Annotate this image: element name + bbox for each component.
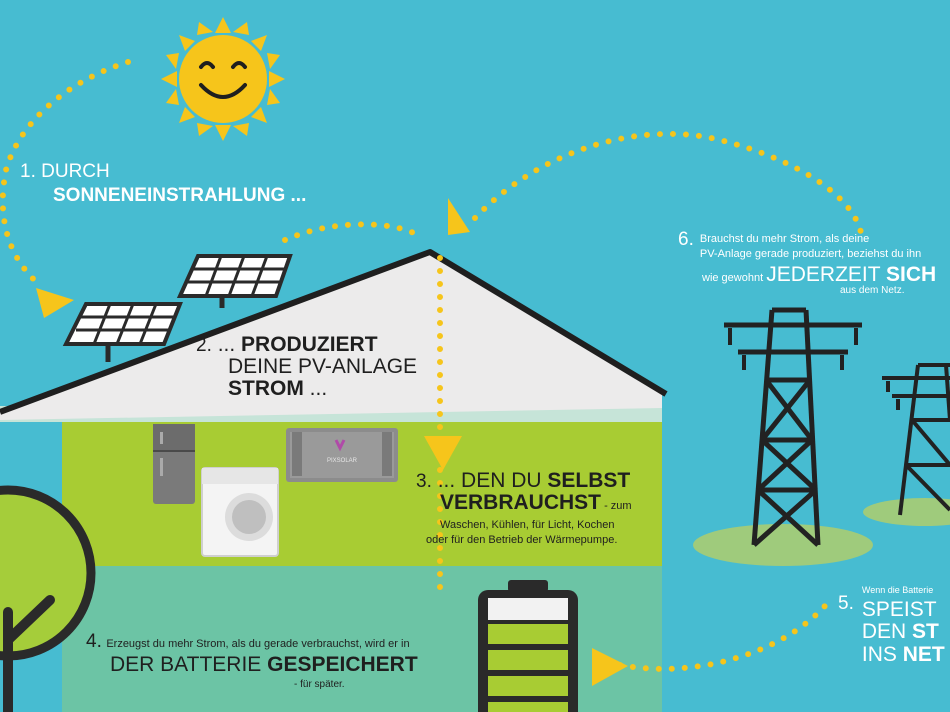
step-6-line-3b: JEDERZEIT [766,262,887,286]
step-6-line-1: Brauchst du mehr Strom, als deine [699,233,870,245]
step-6-text: 6. Brauchst du mehr Strom, als deine PV-… [678,230,936,296]
step-number: 2. [196,335,212,356]
arrow-icon [36,288,74,318]
step-2-line-1a: ... [217,333,242,356]
step-6-line-3a: wie gewohnt [702,271,767,284]
solar-panel-icon [176,254,293,308]
step-6-line-3c: SICH [886,262,937,286]
step-5-line-3a: DEN [861,620,913,644]
washing-machine-icon [201,467,279,557]
arrow-icon [592,648,628,686]
power-pylon-icon [882,363,950,516]
step-2-line-2: DEINE PV-ANLAGE [228,355,418,379]
step-2-line-3: STROM [228,377,304,401]
solar-panel-icon [62,302,183,362]
step-4-text: 4. Erzeugst du mehr Strom, als du gerade… [86,632,418,690]
step-4-line-2a: DER BATTERIE [110,652,268,676]
arrow-icon [424,436,462,470]
step-2-text: 2. ... PRODUZIERT DEINE PV-ANLAGE STROM … [196,333,418,401]
step-2-line-1b: PRODUZIERT [241,333,378,356]
power-pylon-icon [724,307,862,547]
step-2-line-3-rest: ... [303,377,328,401]
battery-brand: PIXSOLAR [327,458,358,464]
roof-outline [0,249,668,415]
step-6-line-4: aus dem Netz. [840,284,905,296]
step-3-line-1b: SELBST [547,469,631,492]
step-5-line-3b: ST [912,620,939,644]
step-3-text: 3. ... DEN DU SELBST VERBRAUCHST - zum W… [416,469,632,548]
step-5-line-2: SPEIST [861,598,937,622]
home-battery-icon: PIXSOLAR [286,428,398,482]
battery-level-icon [478,580,578,712]
step-number: 5. [838,593,854,614]
step-5-text: 5. Wenn die Batterie SPEIST DEN ST INS N… [838,585,945,666]
dotted-energy-paths [0,59,865,672]
step-number: 4. [86,631,102,652]
step-1-line-2: SONNENEINSTRAHLUNG ... [53,184,307,206]
step-number: 6. [678,229,694,250]
step-3-line-4: oder für den Betrieb der Wärmepumpe. [426,533,618,546]
step-5-line-1: Wenn die Batterie [861,585,934,595]
sun-icon [161,17,285,141]
step-3-line-3: Waschen, Kühlen, für Licht, Kochen [440,519,615,532]
step-6-line-2: PV-Anlage gerade produziert, beziehst du… [699,247,922,260]
fridge-icon [153,424,195,504]
tree-icon [0,485,96,712]
step-1-line-1: DURCH [41,161,110,182]
step-5-line-4b: NET [902,642,945,666]
step-number: 1. [20,161,36,182]
step-3-line-2-rest: - zum [601,500,632,513]
pylon-ground-1 [693,524,873,566]
step-1-text: 1. DURCH SONNENEINSTRAHLUNG ... [20,162,306,206]
step-3-line-2: VERBRAUCHST [440,491,602,515]
step-4-line-2b: GESPEICHERT [267,652,418,676]
arrow-icon [448,198,470,235]
step-4-line-1: Erzeugst du mehr Strom, als du gerade ve… [106,638,410,650]
pylon-ground-2 [863,498,950,526]
step-3-line-1a: ... DEN DU [437,469,548,492]
step-number: 3. [416,471,432,492]
step-5-line-4a: INS [861,642,903,666]
step-4-line-3: - für später. [294,678,345,690]
